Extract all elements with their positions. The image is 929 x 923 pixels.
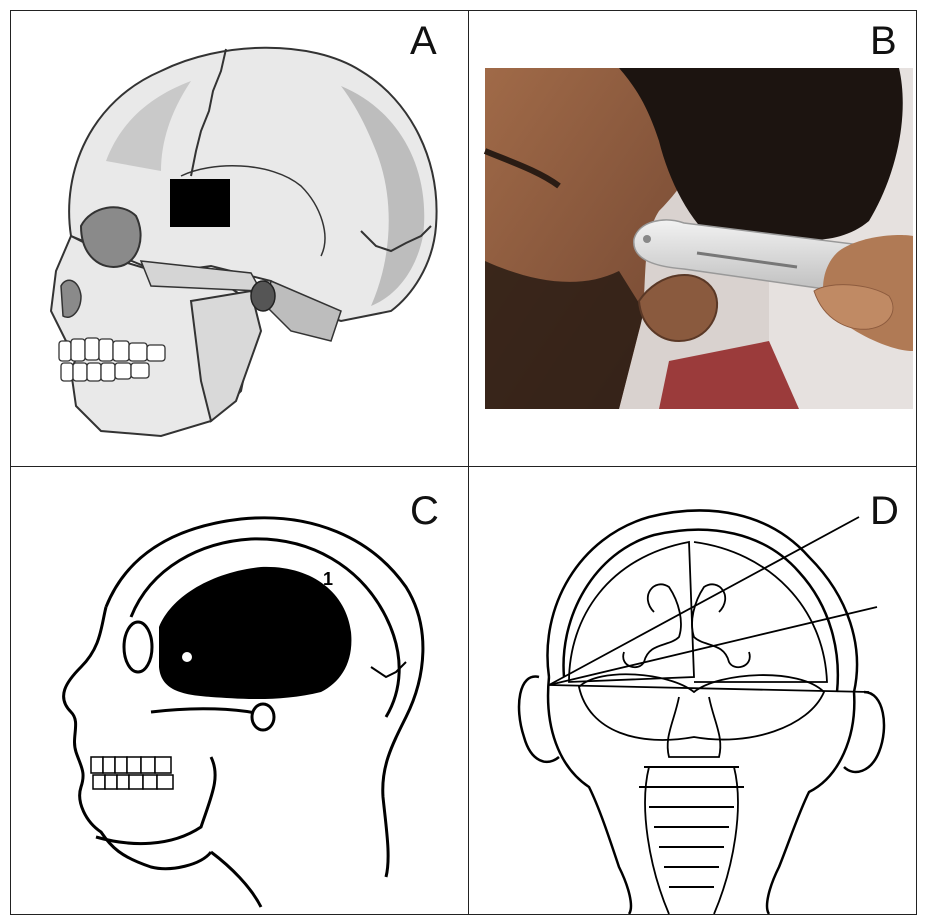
head-frontal-insonation-lines xyxy=(469,467,916,914)
panel-label-c: C xyxy=(410,491,439,531)
neck-front xyxy=(211,852,261,907)
region-annotation: 1 xyxy=(323,569,333,589)
orbit-marker xyxy=(181,651,193,663)
skull-lateral-illustration xyxy=(11,11,467,465)
teeth xyxy=(91,757,173,789)
probe-marker xyxy=(643,235,651,243)
panel-label-a: A xyxy=(410,21,437,61)
cerebellum xyxy=(579,674,824,740)
skull-inner-outline xyxy=(564,530,838,692)
panel-a: A xyxy=(11,11,467,465)
lambdoid-suture xyxy=(371,662,406,677)
external-auditory-meatus xyxy=(251,281,275,311)
brain-right xyxy=(694,542,827,682)
insonation-line-1 xyxy=(549,517,859,685)
teeth xyxy=(59,338,165,381)
head-outline-temporal-window: 1 xyxy=(11,467,467,914)
face-right xyxy=(767,692,854,914)
ear-left xyxy=(519,677,559,762)
panel-c: 1 C xyxy=(11,467,467,914)
ultrasound-probe-temporal-photo xyxy=(469,11,916,465)
spine-outline xyxy=(645,767,738,914)
ventricle-right xyxy=(692,584,750,667)
beard xyxy=(485,261,644,409)
orbit-outline xyxy=(124,622,152,672)
panel-label-d: D xyxy=(870,491,899,531)
panel-d: D xyxy=(469,467,916,914)
brainstem xyxy=(668,697,721,757)
panel-label-b: B xyxy=(870,21,897,61)
panel-b: B xyxy=(469,11,916,465)
temporal-window-marker xyxy=(170,179,230,227)
brain-left xyxy=(569,542,694,682)
external-auditory-meatus xyxy=(252,704,274,730)
face-left xyxy=(548,677,631,914)
insonation-line-2 xyxy=(549,607,877,685)
